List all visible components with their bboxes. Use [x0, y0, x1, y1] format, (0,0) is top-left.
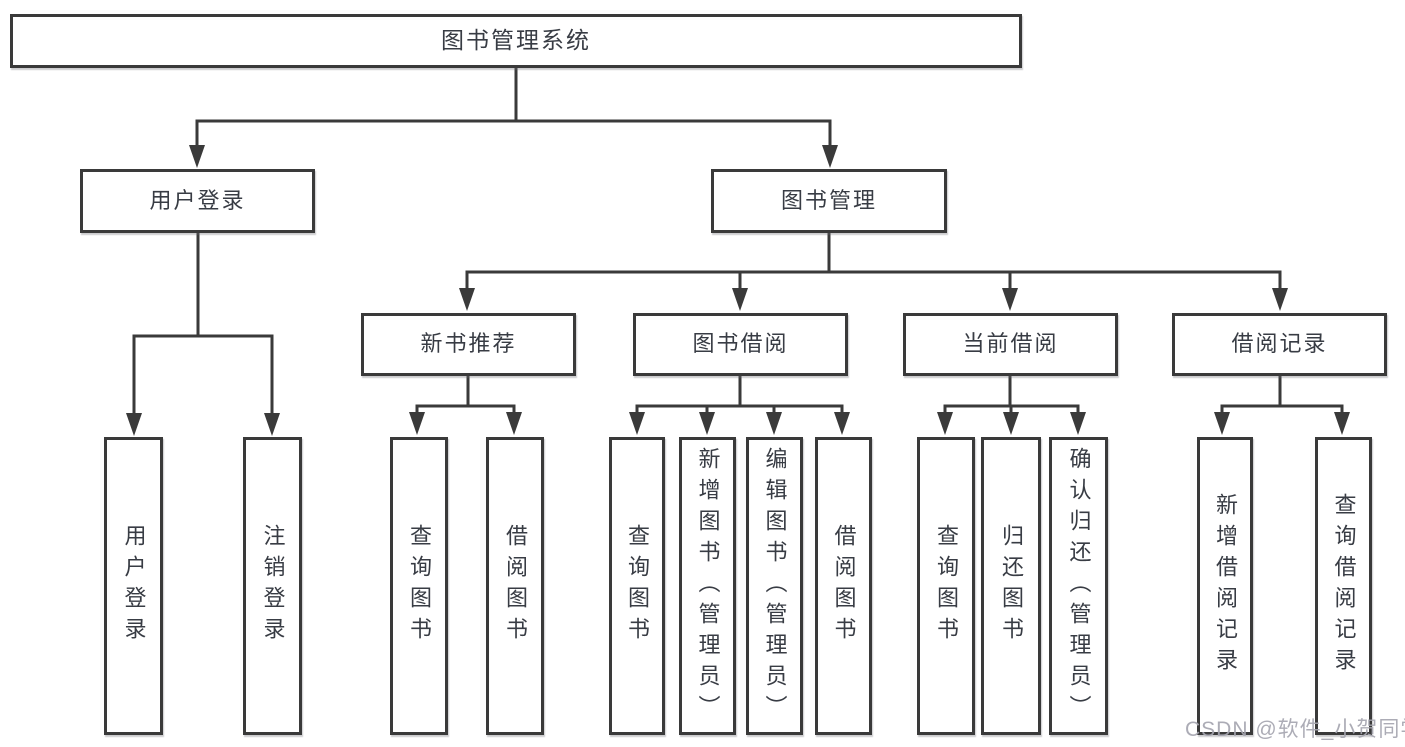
node-leaf-user-login: 用户登录: [104, 437, 163, 735]
connector-borrow-records-to-leaves: [1214, 376, 1350, 435]
node-leaf-query-books-current: 查询图书: [917, 437, 975, 735]
node-new-book-recommend: 新书推荐: [361, 313, 576, 376]
node-leaf-borrow-books: 借阅图书: [815, 437, 872, 735]
node-label: 图书管理系统: [441, 27, 591, 54]
node-book-borrow: 图书借阅: [633, 313, 848, 376]
node-book-management: 图书管理: [711, 169, 947, 233]
watermark: CSDN @软件_小贺同学: [1185, 718, 1405, 741]
node-leaf-add-borrow-record: 新增借阅记录: [1197, 437, 1253, 735]
node-leaf-borrow-books-recommend: 借阅图书: [486, 437, 544, 735]
connector-new-book-recommend-to-leaves: [409, 376, 522, 435]
node-label: 查询借阅记录: [1331, 493, 1357, 679]
node-leaf-query-books-recommend: 查询图书: [390, 437, 448, 735]
node-label: 新书推荐: [420, 331, 517, 357]
connector-current-borrow-to-leaves: [937, 376, 1086, 435]
node-label: 查询图书: [407, 524, 432, 648]
node-leaf-edit-books-admin: 编辑图书（管理员）: [746, 437, 803, 735]
node-leaf-add-books-admin: 新增图书（管理员）: [679, 437, 736, 735]
node-label: 确认归还（管理员）: [1066, 446, 1092, 726]
node-leaf-logout: 注销登录: [243, 437, 302, 735]
node-label: 借阅记录: [1231, 331, 1328, 357]
node-label: 图书管理: [780, 187, 877, 213]
node-leaf-confirm-return-admin: 确认归还（管理员）: [1049, 437, 1108, 735]
node-label: 注销登录: [260, 524, 286, 648]
connector-root-to-level2: [189, 68, 838, 168]
connector-book-borrow-to-leaves: [629, 376, 850, 435]
node-label: 借阅图书: [503, 524, 528, 648]
node-label: 归还图书: [999, 524, 1024, 648]
node-label: 新增借阅记录: [1213, 493, 1238, 679]
node-leaf-return-books: 归还图书: [981, 437, 1041, 735]
connector-user-login-to-leaves: [126, 233, 280, 436]
node-label: 当前借阅: [962, 331, 1059, 357]
node-label: 查询图书: [934, 524, 959, 648]
node-label: 用户登录: [149, 187, 246, 213]
node-label: 用户登录: [121, 524, 147, 648]
node-user-login: 用户登录: [80, 169, 315, 233]
node-borrow-records: 借阅记录: [1172, 313, 1387, 376]
node-leaf-query-borrow-record: 查询借阅记录: [1315, 437, 1372, 735]
node-label: 新增图书（管理员）: [695, 446, 721, 726]
node-current-borrow: 当前借阅: [903, 313, 1118, 376]
node-label: 查询图书: [625, 524, 650, 648]
node-root-library-system: 图书管理系统: [10, 14, 1022, 68]
node-leaf-query-books-borrow: 查询图书: [609, 437, 665, 735]
node-label: 图书借阅: [692, 331, 789, 357]
connector-book-management-to-level3: [459, 233, 1288, 311]
node-label: 借阅图书: [831, 524, 857, 648]
node-label: 编辑图书（管理员）: [762, 446, 788, 726]
